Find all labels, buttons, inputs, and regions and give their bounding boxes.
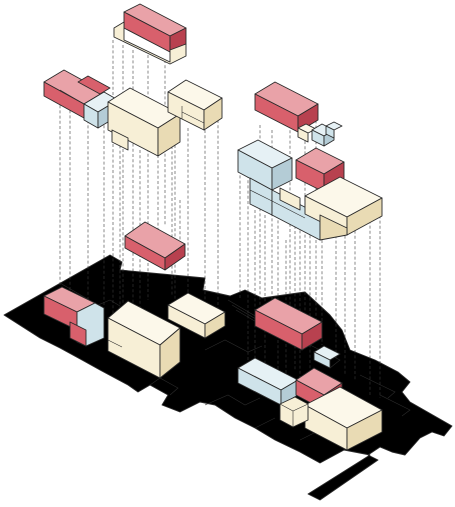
top-red-block: [113, 3, 187, 65]
blue-block-right: [237, 139, 293, 191]
upper-right-cluster: [237, 81, 383, 241]
small-cubes: [297, 121, 343, 147]
volume-cream-main: [107, 300, 181, 379]
projection-lines: [59, 40, 381, 398]
volume-red-center: [254, 297, 323, 351]
upper-left-cluster: [43, 3, 223, 157]
mid-red-block: [124, 221, 186, 271]
volume-cream-bottom: [279, 386, 383, 451]
volume-red-left: [43, 286, 105, 347]
volume-blue-ground: [237, 345, 341, 406]
cream-block-upper-right: [167, 79, 223, 131]
ground-volumes: [43, 286, 383, 451]
red-block-upper-right: [254, 81, 319, 133]
composite-block-right: [249, 176, 383, 241]
volume-cream-small: [167, 292, 226, 339]
red-block-mid-right: [295, 147, 345, 193]
